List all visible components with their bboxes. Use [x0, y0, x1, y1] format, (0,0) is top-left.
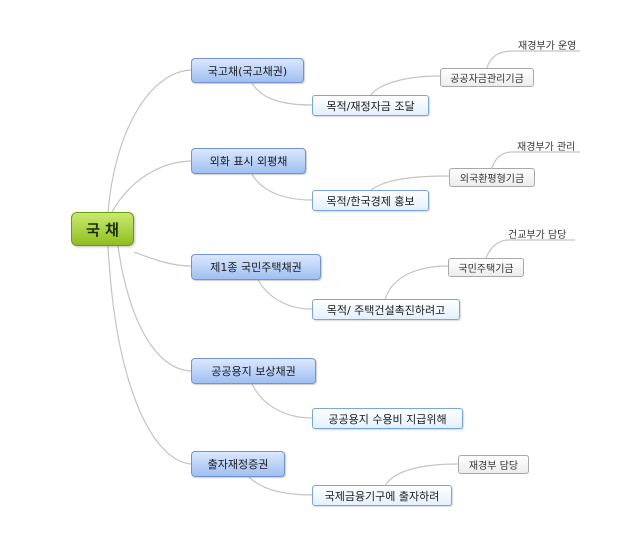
branch-topic-5[interactable]: 출자재정증권: [191, 451, 285, 477]
connector-branch4-sub: [251, 383, 313, 419]
connector-branch2-sub: [251, 173, 313, 201]
sub-topic-5[interactable]: 국제금융기구에 출자하려: [312, 485, 452, 506]
connector-root-branch-1: [107, 69, 192, 213]
connector-leaf3-note: [485, 239, 575, 259]
connector-root-branch-5: [107, 245, 192, 465]
root-topic[interactable]: 국 채: [71, 212, 134, 246]
connector-sub5-leaf: [384, 463, 459, 487]
connector-branch3-sub: [257, 279, 313, 310]
connector-sub2-leaf: [369, 175, 450, 192]
connector-leaf1-note: [486, 50, 580, 69]
connector-sub1-leaf: [369, 75, 441, 97]
leaf-topic-1[interactable]: 공공자금관리기금: [440, 68, 534, 87]
note-topic-1[interactable]: 재경부가 운영: [518, 41, 577, 52]
leaf-topic-3[interactable]: 국민주택기금: [448, 258, 524, 277]
branch-topic-4[interactable]: 공공용지 보상채권: [191, 358, 316, 384]
connector-root-branch-4: [117, 245, 192, 372]
connector-root-branch-2: [111, 160, 192, 213]
branch-topic-2[interactable]: 외화 표시 외평채: [191, 148, 306, 174]
note-topic-3[interactable]: 건교부가 담당: [508, 230, 567, 241]
sub-topic-2[interactable]: 목적/한국경제 홍보: [312, 190, 429, 211]
connector-sub3-leaf: [384, 265, 449, 301]
leaf-topic-2[interactable]: 외국환평형기금: [449, 168, 535, 187]
connector-branch1-sub: [251, 82, 313, 106]
sub-topic-1[interactable]: 목적/재정자금 조달: [312, 95, 429, 116]
branch-topic-1[interactable]: 국고채(국고채권): [191, 58, 304, 83]
sub-topic-3[interactable]: 목적/ 주택건설촉진하려고: [312, 299, 460, 320]
connector-leaf2-note: [491, 151, 580, 169]
connector-branch5-sub: [248, 476, 313, 496]
leaf-topic-5[interactable]: 재경부 담당: [458, 455, 529, 474]
note-topic-2[interactable]: 재경부가 관리: [517, 142, 576, 153]
connector-root-branch-3: [133, 251, 192, 267]
branch-topic-3[interactable]: 제1종 국민주택채권: [191, 254, 321, 280]
sub-topic-4[interactable]: 공공용지 수용비 지급위해: [312, 408, 463, 429]
